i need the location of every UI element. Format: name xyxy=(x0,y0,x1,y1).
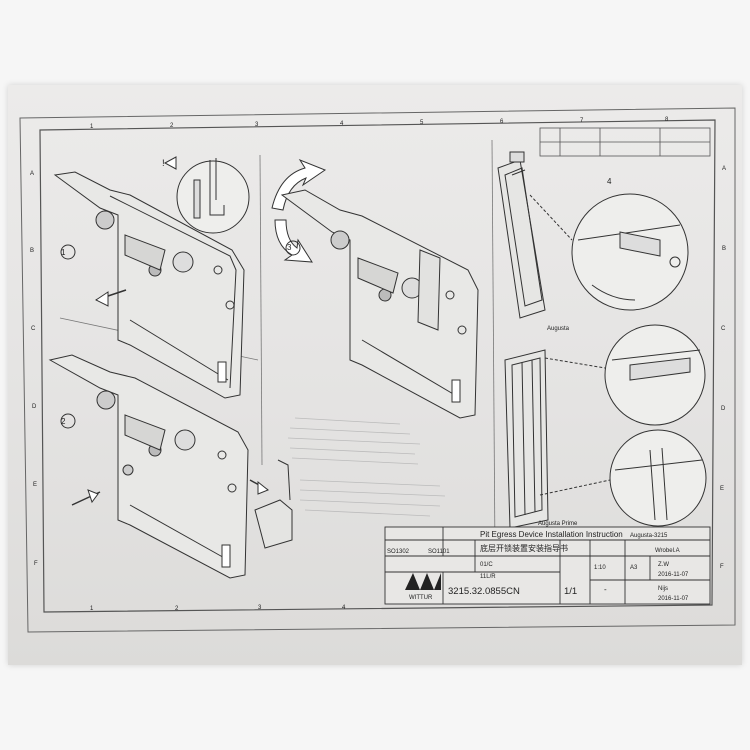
col-label-top: 8 xyxy=(665,117,669,123)
col-label-top: 6 xyxy=(500,119,504,125)
step-number: 2 xyxy=(61,417,66,426)
wittur-logo xyxy=(405,573,441,590)
step-3-mechanism xyxy=(280,189,479,419)
sheet-number: 1/1 xyxy=(564,586,577,597)
step-2-bracket xyxy=(249,459,293,549)
standard-code-1: SO1302 xyxy=(387,549,410,555)
row-label-right: F xyxy=(720,564,724,570)
label-augusta: Augusta xyxy=(547,326,570,332)
section-divider xyxy=(259,154,263,466)
step-4-detail-circle-bottom xyxy=(539,429,707,527)
revision-code: 11L/R xyxy=(480,574,496,580)
inner-border-frame xyxy=(39,119,716,613)
row-label-left: D xyxy=(32,404,37,410)
col-label-top: 3 xyxy=(255,122,259,128)
section-divider xyxy=(491,139,496,556)
date-1: 2016-11-07 xyxy=(658,572,689,578)
company-name: WITTUR xyxy=(409,595,433,601)
col-label-top: 1 xyxy=(90,124,94,130)
col-label-bottom: 1 xyxy=(90,606,94,612)
step-2-mechanism xyxy=(48,354,249,579)
drawing-number: 3215.32.0855CN xyxy=(448,586,520,597)
row-label-right: A xyxy=(722,166,726,172)
material-code: 01/C xyxy=(480,562,493,568)
dash-cell: - xyxy=(604,585,607,594)
label-augusta-prime: Augusta Prime xyxy=(538,521,578,527)
title-block-grid xyxy=(384,526,711,605)
row-label-right: E xyxy=(720,486,724,492)
checked-by: Z.W xyxy=(658,562,669,568)
warning-mark: ! xyxy=(162,158,165,169)
border-row-labels: A B C D E F A B C D E F xyxy=(30,166,726,570)
step-4-detail-circle-top xyxy=(529,193,689,311)
faded-notice-text xyxy=(287,417,446,517)
col-label-bottom: 2 xyxy=(175,606,179,612)
title-chinese: 底层开锁装置安装指导书 xyxy=(480,543,568,553)
step-4-door-panel-bottom xyxy=(504,349,549,529)
step-4-door-panel-top xyxy=(497,151,546,319)
step-number: 1 xyxy=(61,248,66,257)
date-2: 2016-11-07 xyxy=(658,596,689,602)
col-label-bottom: 4 xyxy=(342,605,346,611)
step-1-mechanism xyxy=(53,171,245,399)
border-column-labels: 1 2 3 4 5 6 7 8 1 2 3 4 xyxy=(90,117,669,612)
paper-size: A3 xyxy=(630,565,638,571)
step-4-detail-circle-mid xyxy=(544,324,706,426)
row-label-right: B xyxy=(722,246,726,252)
step-number: 3 xyxy=(287,243,292,252)
approved-by: Nijs xyxy=(658,586,668,592)
row-label-left: F xyxy=(34,561,38,567)
col-label-top: 4 xyxy=(340,121,344,127)
standard-code-2: SO1101 xyxy=(428,549,450,555)
drawn-by: Wrobel.A xyxy=(655,548,680,554)
col-label-top: 7 xyxy=(580,118,584,124)
col-label-bottom: 3 xyxy=(258,605,262,611)
col-label-top: 5 xyxy=(420,120,424,126)
row-label-left: B xyxy=(30,248,34,254)
scale: 1:10 xyxy=(594,565,606,571)
revision-table xyxy=(539,127,711,157)
outer-border-frame xyxy=(19,107,736,633)
step-1-detail-circle xyxy=(163,156,250,234)
product-name: Augusta-3215 xyxy=(630,533,668,539)
col-label-top: 2 xyxy=(170,123,174,129)
row-label-left: E xyxy=(33,482,37,488)
row-label-left: A xyxy=(30,171,34,177)
row-label-left: C xyxy=(31,326,36,332)
row-label-right: C xyxy=(721,326,726,332)
title-english: Pit Egress Device Installation Instructi… xyxy=(480,530,623,539)
row-label-right: D xyxy=(721,406,726,412)
step-number: 4 xyxy=(607,177,612,186)
